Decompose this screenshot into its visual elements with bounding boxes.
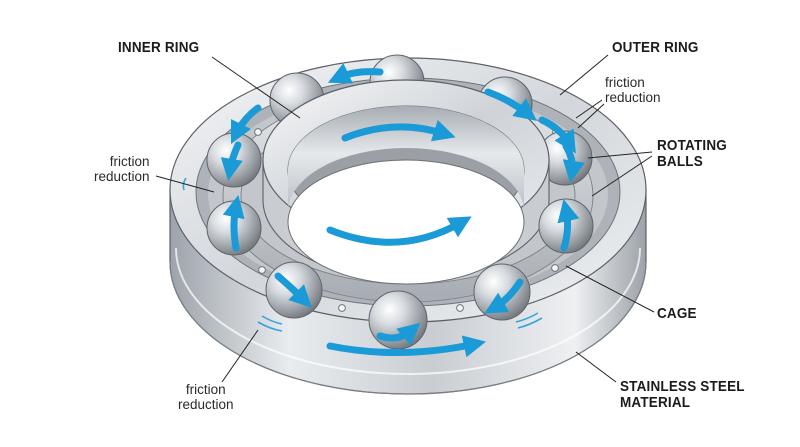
inner-ring	[262, 79, 550, 285]
arrow-right-ball	[562, 142, 585, 184]
outer-ring-label: OUTER RING	[612, 39, 699, 56]
stainless-steel-material-label: STAINLESS STEEL MATERIAL	[620, 378, 745, 412]
arrow-bottom-left-ball	[274, 272, 312, 308]
arrow-inner-top	[341, 119, 456, 142]
arrow-inner-bore	[326, 216, 472, 246]
arrow-left-ball	[220, 141, 243, 182]
arrow-bottom-ball	[376, 322, 421, 346]
arrow-right-top	[538, 116, 576, 154]
friction-reduction-top-right: friction reduction	[605, 75, 661, 105]
arrow-outer-bottom	[326, 335, 486, 358]
arrow-left-lower	[222, 195, 245, 252]
leader-lines	[155, 54, 655, 383]
inner-ring-label: INNER RING	[118, 39, 200, 56]
rotation-arrows	[220, 63, 585, 358]
friction-reduction-bottom: friction reduction	[178, 382, 234, 412]
cage-label: CAGE	[657, 305, 697, 322]
arrow-top-ball	[327, 63, 384, 84]
rotating-balls-label: ROTATING BALLS	[657, 137, 727, 171]
arrow-bottom-right-ball	[484, 278, 524, 314]
arrow-right-lower	[557, 199, 580, 252]
arrow-upper-right	[484, 88, 537, 121]
friction-reduction-left: friction reduction	[94, 154, 150, 184]
arrow-upper-left	[230, 104, 262, 145]
